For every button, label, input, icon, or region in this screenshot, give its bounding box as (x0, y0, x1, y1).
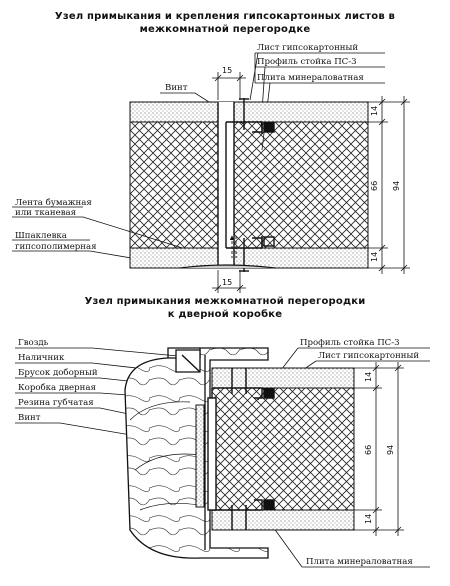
sheet-bottom (129, 247, 369, 269)
diagram2-title: Узел примыкания межкомнатной перегородки… (0, 295, 450, 321)
label-profile2: Профиль стойка ПС-3 (300, 338, 400, 348)
mineral2-core (211, 387, 355, 511)
dim-66-text: 66 (370, 181, 379, 191)
label-screw2: Винт (18, 413, 41, 423)
label-tape-line1: Лента бумажная (15, 197, 92, 208)
label-putty-line2: гипсополимерная (15, 242, 97, 252)
diagram2: Гвоздь Наличник Брусок доборный Коробка … (15, 338, 430, 568)
diagram1: Лист гипсокартонный Профиль стойка ПС-3 … (12, 43, 410, 293)
diagram1-title-line2: межкомнатной перегородке (139, 24, 311, 35)
label-tape-line2: или тканевая (15, 208, 76, 218)
screws-2 (181, 354, 247, 530)
diagram1-title: Узел примыкания и крепления гипсокартонн… (0, 10, 450, 36)
diagram2-title-line1: Узел примыкания межкомнатной перегородки (84, 296, 366, 307)
label-mineral2: Плита минераловатная (306, 557, 413, 567)
label-screw: Винт (165, 83, 188, 93)
label-casing: Наличник (18, 353, 65, 363)
profile2-ps3 (207, 387, 275, 511)
dim-15-top (212, 72, 246, 100)
dim-14-bottom-text: 14 (370, 252, 379, 262)
dim-vertical (368, 96, 410, 274)
label-profile: Профиль стойка ПС-3 (257, 57, 357, 67)
dim-94-text: 94 (392, 181, 401, 191)
label-nail: Гвоздь (18, 338, 49, 348)
tape-strip (179, 264, 276, 269)
dim-vertical-2 (354, 362, 404, 536)
dim-14-top-text: 14 (370, 106, 379, 116)
diagram2-title-line2: к дверной коробке (167, 309, 283, 320)
label-sheet2: Лист гипсокартонный (318, 351, 419, 361)
dim2-94-text: 94 (386, 445, 395, 455)
rubber-strip (195, 404, 205, 508)
dim2-14-top-text: 14 (364, 372, 373, 382)
label-rubber: Резина губчатая (18, 397, 94, 408)
dim-15-top-text: 15 (222, 66, 232, 75)
label-sheet: Лист гипсокартонный (257, 43, 358, 53)
mineral-core (129, 121, 369, 249)
label-bar: Брусок доборный (18, 367, 98, 378)
sheet-top (129, 101, 369, 123)
label-putty-line1: Шпаклевка (15, 231, 67, 241)
diagram1-title-line1: Узел примыкания и крепления гипсокартонн… (54, 11, 396, 22)
sheet2-bottom (211, 509, 355, 531)
label-mineral: Плита минераловатная (257, 73, 364, 83)
insert-arrow (229, 235, 237, 258)
label-frame: Коробка дверная (18, 382, 96, 393)
dim-15-bottom-text: 15 (222, 278, 232, 287)
dim2-66-text: 66 (364, 445, 373, 455)
sheet2-top (211, 367, 355, 389)
dim2-14-bottom-text: 14 (364, 514, 373, 524)
dim-15-bottom (212, 270, 246, 293)
